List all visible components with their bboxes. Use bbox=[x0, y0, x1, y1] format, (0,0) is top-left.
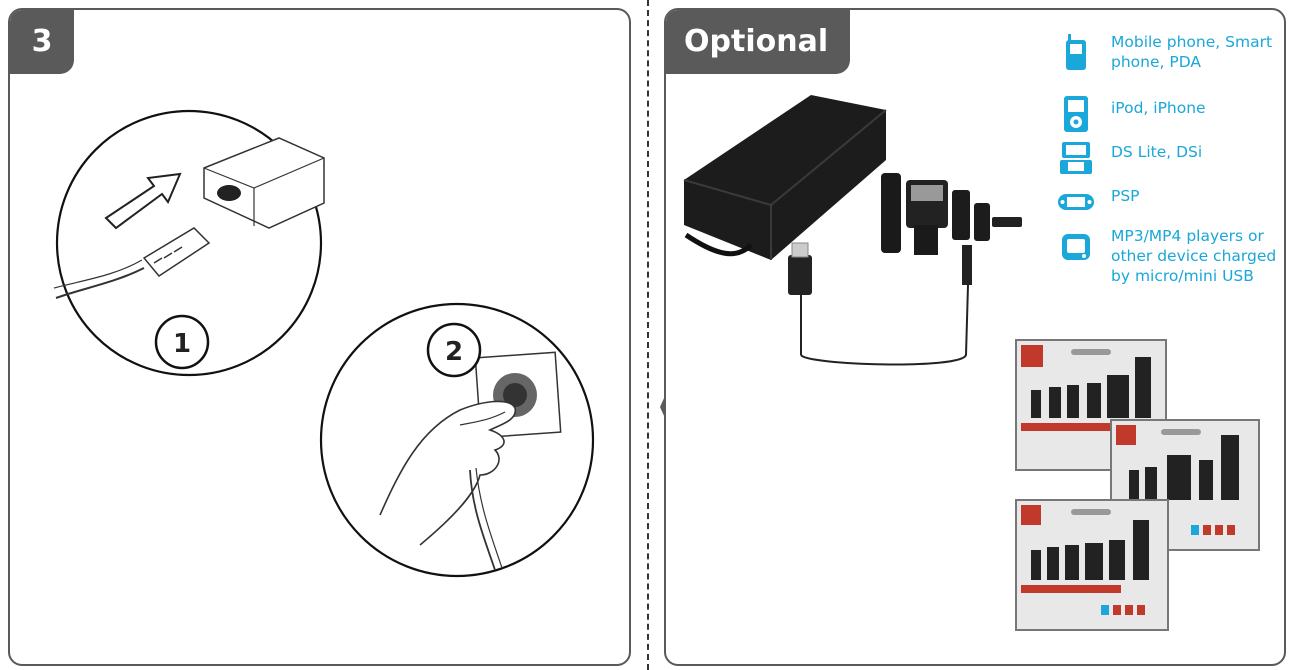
optional-tab: Optional bbox=[666, 10, 851, 74]
list-item: MP3/MP4 players or other device charged … bbox=[1058, 226, 1283, 292]
compatible-device-list: Mobile phone, Smart phone, PDA iPod, iPh… bbox=[1058, 32, 1283, 292]
plug-into-adapter-illustration bbox=[53, 109, 325, 377]
list-item: iPod, iPhone bbox=[1058, 94, 1283, 138]
list-item: DS Lite, DSi bbox=[1058, 138, 1283, 182]
package-back bbox=[1015, 499, 1169, 631]
dashed-divider bbox=[647, 0, 649, 670]
callout-2-badge: 2 bbox=[426, 322, 482, 378]
list-item: Mobile phone, Smart phone, PDA bbox=[1058, 32, 1283, 94]
step-number-tab: 3 bbox=[10, 10, 74, 74]
mp3-player-icon bbox=[1062, 234, 1090, 260]
psp-icon bbox=[1058, 194, 1094, 210]
step-3-panel: 3 1 2 bbox=[8, 8, 631, 666]
usb-charger-with-tips-image bbox=[683, 95, 1022, 366]
callout-2-text: 2 bbox=[445, 337, 463, 367]
optional-panel: Optional Mobile phone, Smart ph bbox=[664, 8, 1286, 666]
callout-1-badge: 1 bbox=[154, 314, 210, 370]
package-front bbox=[1015, 339, 1167, 471]
product-packaging-images bbox=[1015, 339, 1260, 631]
mobile-phone-icon bbox=[1066, 34, 1086, 70]
ds-console-icon bbox=[1060, 142, 1092, 174]
list-item: PSP bbox=[1058, 182, 1283, 226]
callout-1-text: 1 bbox=[173, 329, 191, 359]
ipod-icon bbox=[1064, 96, 1088, 132]
plug-into-wall-illustration bbox=[319, 302, 595, 578]
